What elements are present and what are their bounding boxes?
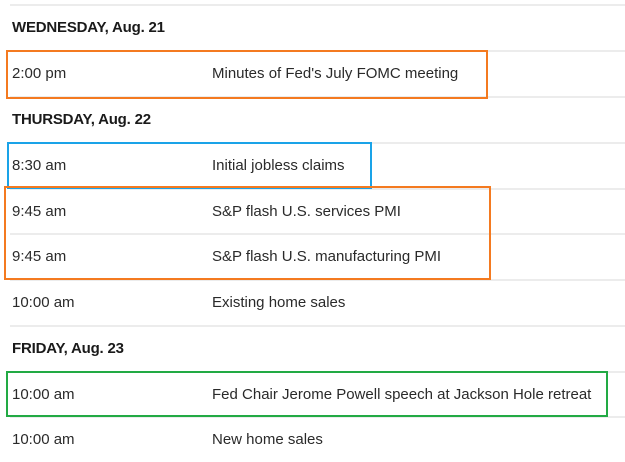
- event-time: 10:00 am: [12, 294, 75, 311]
- day-header: THURSDAY, Aug. 22: [0, 96, 625, 142]
- event-description: S&P flash U.S. manufacturing PMI: [212, 248, 441, 265]
- event-time: 9:45 am: [12, 248, 67, 265]
- event-time: 2:00 pm: [12, 65, 67, 82]
- highlight-box-orange: [6, 50, 488, 99]
- event-row: 9:45 am S&P flash U.S. manufacturing PMI: [0, 233, 625, 279]
- event-description: Existing home sales: [212, 294, 346, 311]
- event-row: 10:00 am New home sales: [0, 416, 625, 462]
- event-description: Fed Chair Jerome Powell speech at Jackso…: [212, 386, 592, 403]
- event-description: Initial jobless claims: [212, 157, 345, 174]
- event-time: 8:30 am: [12, 157, 67, 174]
- event-description: S&P flash U.S. services PMI: [212, 203, 401, 220]
- event-time: 10:00 am: [12, 431, 75, 448]
- event-time: 10:00 am: [12, 386, 75, 403]
- day-header: FRIDAY, Aug. 23: [0, 325, 625, 371]
- highlight-box-orange: [4, 186, 491, 280]
- day-header: WEDNESDAY, Aug. 21: [0, 4, 625, 50]
- event-row: 10:00 am Existing home sales: [0, 279, 625, 325]
- highlight-box-green: [6, 371, 608, 417]
- highlight-box-blue: [7, 142, 372, 189]
- event-time: 9:45 am: [12, 203, 67, 220]
- event-row: 9:45 am S&P flash U.S. services PMI: [0, 188, 625, 234]
- event-description: Minutes of Fed's July FOMC meeting: [212, 65, 459, 82]
- event-description: New home sales: [212, 431, 323, 448]
